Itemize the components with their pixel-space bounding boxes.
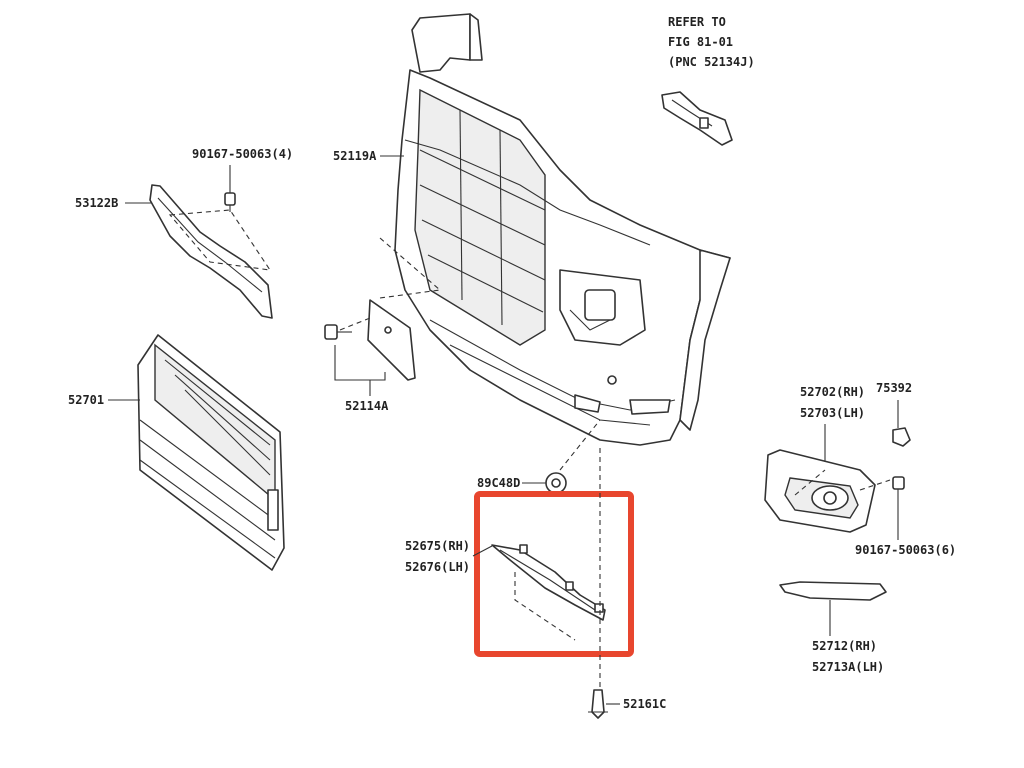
label-52702: 52702(RH) [800, 385, 865, 399]
label-89C48D: 89C48D [477, 476, 520, 490]
label-75392: 75392 [876, 381, 912, 395]
reference-bracket [661, 91, 733, 146]
label-52675: 52675(RH) [405, 539, 470, 553]
clip-52161C [588, 689, 608, 719]
label-52712: 52712(RH) [812, 639, 877, 653]
label-52161C: 52161C [623, 697, 666, 711]
bracket-52114A [339, 237, 441, 381]
label-90167-50063-6: 90167-50063(6) [855, 543, 956, 557]
label-90167-50063-4: 90167-50063(4) [192, 147, 293, 161]
label-52713A: 52713A(LH) [812, 660, 884, 674]
screw-90167-lower [892, 476, 905, 540]
label-53122B: 53122B [75, 196, 118, 210]
label-52114A: 52114A [345, 399, 389, 413]
highlight-box [474, 491, 634, 657]
retainer-75392 [892, 400, 911, 447]
moulding-52712 [779, 581, 887, 636]
label-52703: 52703(LH) [800, 406, 865, 420]
screw-90167-upper [224, 165, 236, 212]
reference-note-line1: REFER TO [668, 15, 726, 29]
bumper-cover [394, 13, 731, 446]
upper-moulding-53122B [149, 184, 273, 319]
label-52119A: 52119A [333, 149, 377, 163]
label-52676: 52676(LH) [405, 560, 470, 574]
lower-grille-52701 [137, 334, 285, 571]
reference-note-line3: (PNC 52134J) [668, 55, 755, 69]
fog-bezel-52702 [764, 449, 891, 533]
reference-note-line2: FIG 81-01 [668, 35, 733, 49]
label-52701: 52701 [68, 393, 104, 407]
trim-strip-52675 [491, 448, 606, 690]
bolt-52114A [324, 324, 352, 340]
